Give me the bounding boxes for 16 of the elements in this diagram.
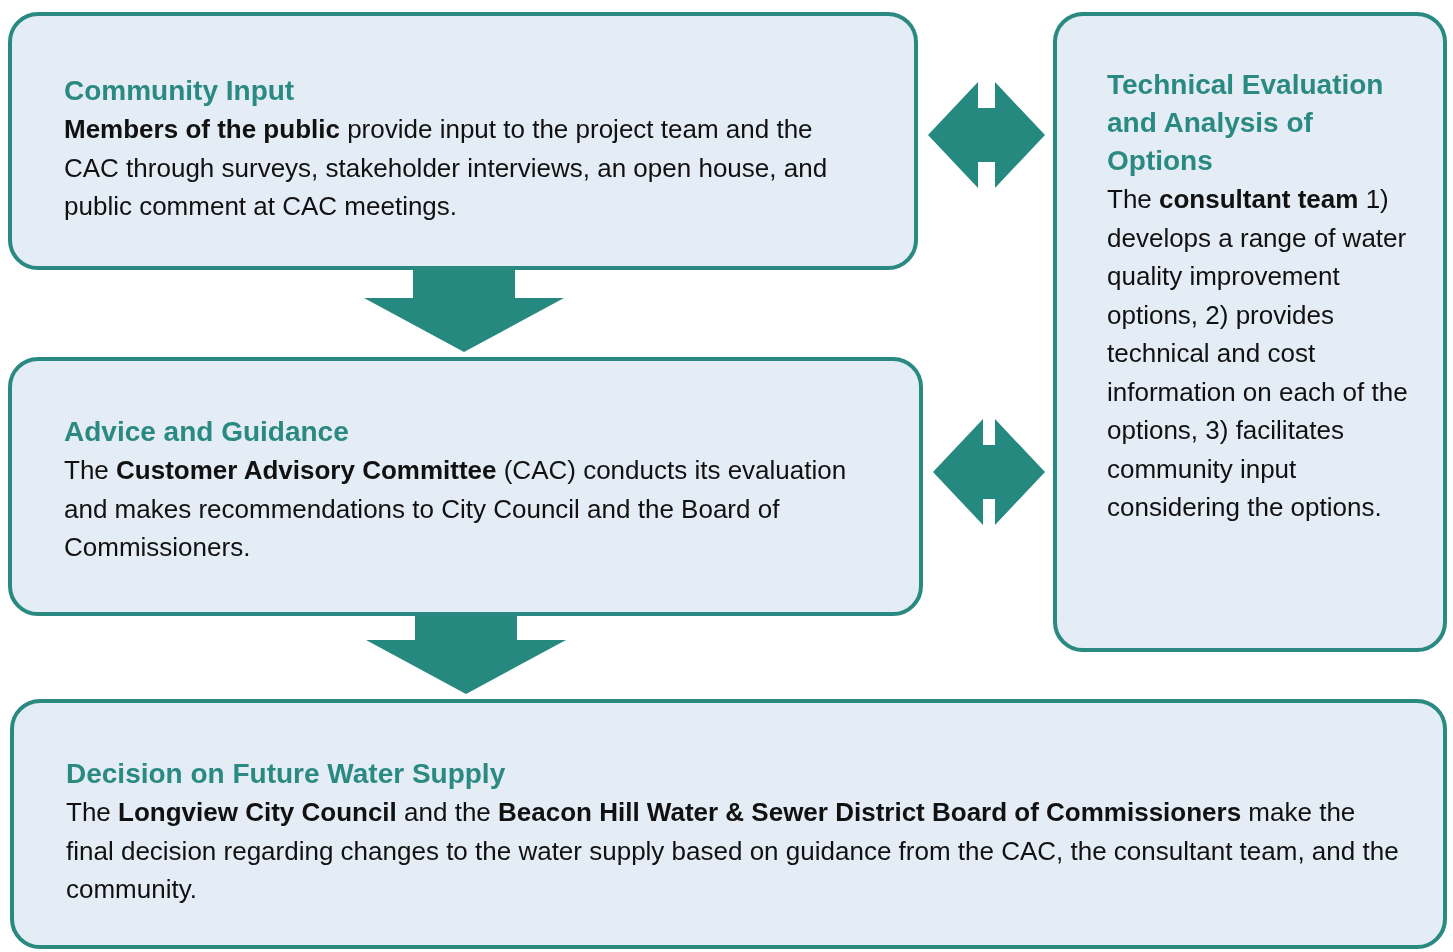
box-description: The Longview City Council and the Beacon Hill Water & Sewer District Board of Commissioners make the final decision regarding changes to the water supply based on guidance from the CAC, the consultant team, and the community. (66, 796, 1400, 906)
box-heading: Community Input (64, 74, 296, 108)
double-arrow (933, 419, 1045, 525)
double-arrow (928, 82, 1045, 188)
box-description: Members of the public provide input to the project team and the CAC through surveys, stakeholder interviews, an open house, and public comment at CAC meetings. (64, 113, 829, 223)
process-box (1053, 12, 1447, 652)
process-box (8, 12, 918, 270)
block-arrow (364, 270, 564, 352)
box-heading: Advice and Guidance (64, 415, 350, 449)
block-arrow (366, 616, 566, 694)
box-heading: Decision on Future Water Supply (66, 757, 507, 791)
box-heading: Technical Evaluation and Analysis of Options (1107, 68, 1385, 178)
box-description: The consultant team 1) develops a range of water quality improvement options, 2) provides technical and cost information on each of the options, 3) facilitates community input considering the options. (1107, 183, 1409, 524)
box-description: The Customer Advisory Committee (CAC) conducts its evaluation and makes recommendations to City Council and the Board of Commissioners. (64, 454, 848, 564)
process-box (8, 357, 923, 616)
process-box (10, 699, 1447, 949)
